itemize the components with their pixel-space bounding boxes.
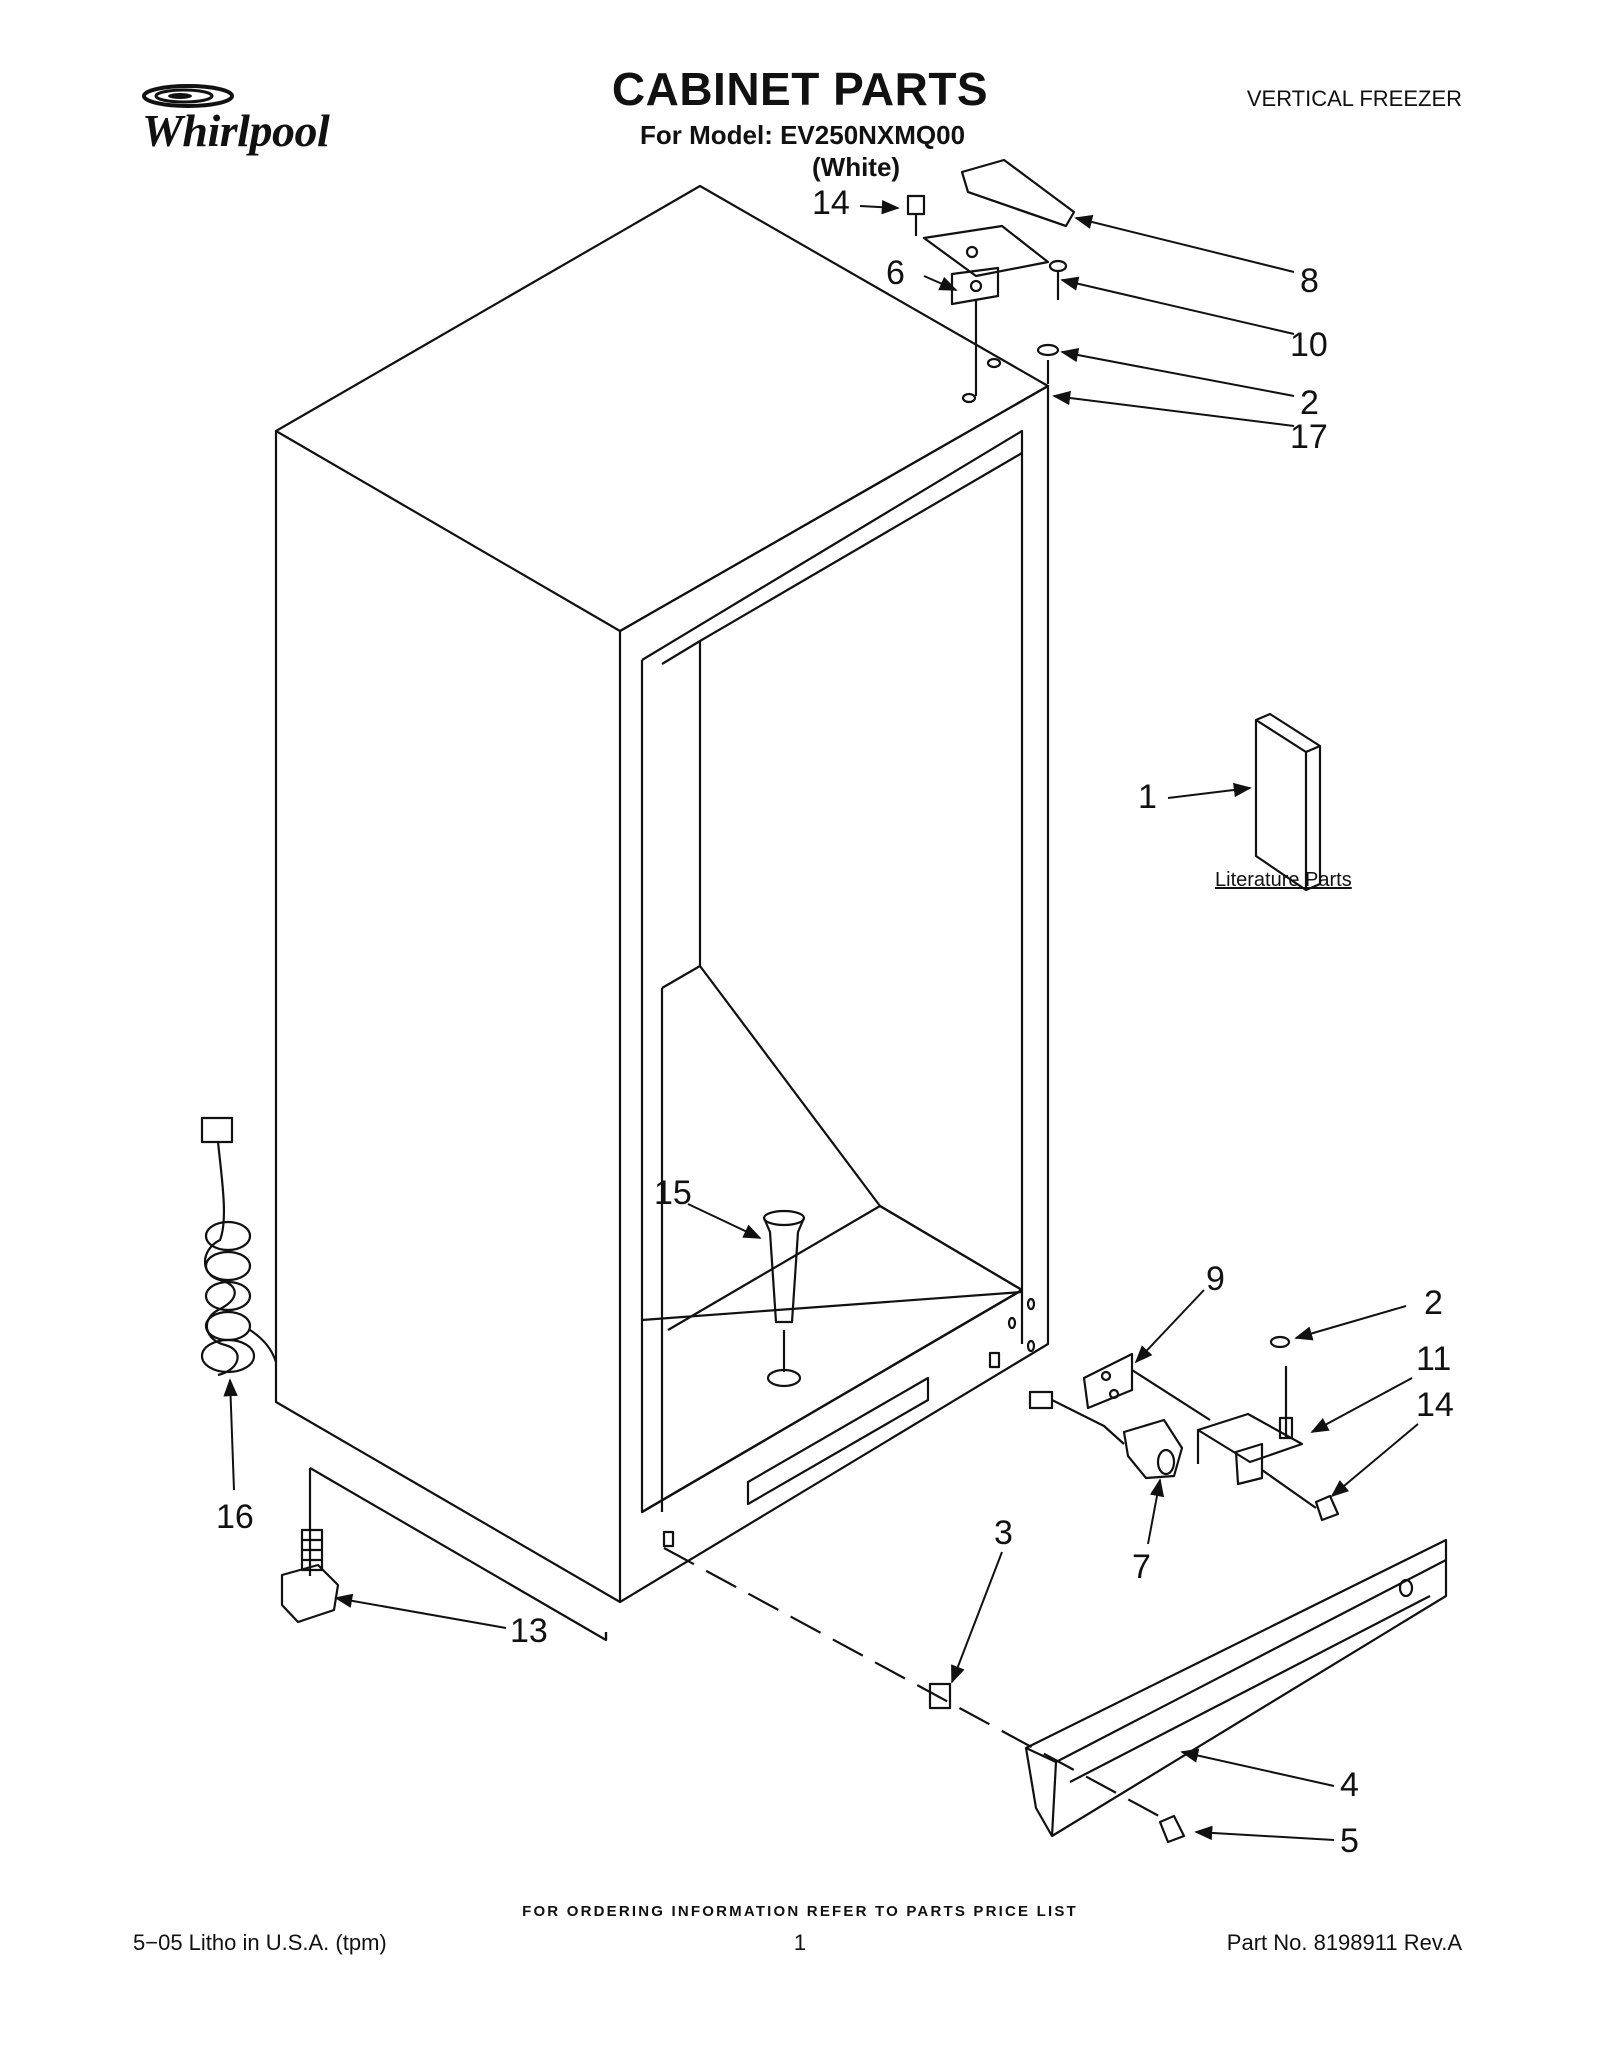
callout-2-bottom: 2 xyxy=(1424,1284,1443,1322)
model-line: For Model: EV250NXMQ00 xyxy=(640,120,966,150)
callout-5: 5 xyxy=(1340,1822,1359,1860)
callout-17: 17 xyxy=(1290,418,1328,456)
callout-13: 13 xyxy=(510,1612,548,1650)
toe-grille xyxy=(663,1538,1448,1844)
litho-info: 5−05 Litho in U.S.A. (tpm) xyxy=(133,1930,387,1955)
callout-11: 11 xyxy=(1416,1340,1451,1378)
bottom-hinge-assembly xyxy=(1082,1335,1340,1522)
callout-14-top: 14 xyxy=(812,184,850,222)
callout-1: 1 xyxy=(1138,778,1157,816)
callout-10: 10 xyxy=(1290,326,1328,364)
page-number: 1 xyxy=(793,1930,807,1955)
page-title: CABINET PARTS xyxy=(611,63,989,115)
callout-2-top: 2 xyxy=(1300,384,1319,422)
top-hinge-assembly xyxy=(906,158,1076,396)
leveling-leg xyxy=(280,1467,608,1642)
callout-6: 6 xyxy=(886,254,905,292)
callout-9: 9 xyxy=(1206,1260,1225,1298)
callout-7: 7 xyxy=(1132,1548,1151,1586)
callout-4: 4 xyxy=(1340,1766,1359,1804)
leader-lines xyxy=(223,199,1419,1841)
callout-14-bottom: 14 xyxy=(1416,1386,1454,1424)
switch-harness xyxy=(1028,1390,1184,1480)
part-callouts: 8 10 2 17 14 6 1 15 9 2 11 14 7 3 4 5 13… xyxy=(216,184,1454,1860)
brand-name: Whirlpool xyxy=(142,105,330,156)
swirl-icon xyxy=(142,84,234,108)
ordering-note: FOR ORDERING INFORMATION REFER TO PARTS … xyxy=(522,1903,1078,1920)
part-number: Part No. 8198911 Rev.A xyxy=(1226,1930,1462,1955)
callout-3: 3 xyxy=(994,1514,1013,1552)
callout-15: 15 xyxy=(654,1174,692,1212)
callout-8: 8 xyxy=(1300,262,1319,300)
cabinet-body xyxy=(274,184,1050,1604)
power-cord xyxy=(200,1116,278,1377)
callout-16: 16 xyxy=(216,1498,254,1536)
literature-parts-label: Literature Parts xyxy=(1215,869,1352,891)
color-line: (White) xyxy=(812,152,901,182)
drain-tube xyxy=(762,1209,806,1388)
whirlpool-logo: Whirlpool xyxy=(128,78,368,168)
literature-parts xyxy=(1254,712,1322,892)
product-category: VERTICAL FREEZER xyxy=(1246,86,1462,111)
